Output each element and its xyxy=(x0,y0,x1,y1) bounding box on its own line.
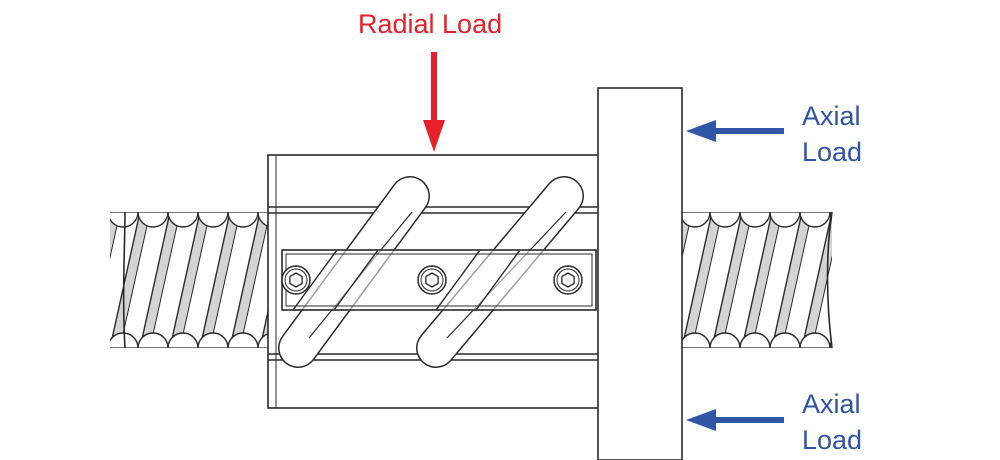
thread-groove xyxy=(197,212,259,348)
nut-flange xyxy=(597,87,683,460)
hex-socket-screw-icon xyxy=(417,265,447,295)
thread-groove xyxy=(137,212,199,348)
tube-outline-over-plate xyxy=(292,249,521,311)
axial-load-label-top: Axial Load xyxy=(802,98,862,170)
thread-groove xyxy=(167,212,229,348)
thread-groove xyxy=(682,212,711,260)
thread-groove xyxy=(227,212,270,348)
arrow-left-icon xyxy=(686,120,784,142)
thread-groove xyxy=(18,212,78,348)
radial-load-label: Radial Load xyxy=(358,9,503,39)
thread-groove xyxy=(709,212,771,348)
hex-socket-screw-icon xyxy=(553,265,583,295)
screw-shaft-right xyxy=(682,211,833,349)
axial-label-line-2: Load xyxy=(802,425,863,455)
axial-label-line-1: Axial xyxy=(802,389,861,419)
axial-label-line-1: Axial xyxy=(802,101,861,131)
thread-groove xyxy=(739,212,801,348)
arrow-down-icon xyxy=(423,52,445,152)
thread-groove xyxy=(829,339,832,348)
screw-shaft-left xyxy=(18,211,270,349)
arrow-left-icon xyxy=(686,409,784,431)
thread-groove xyxy=(682,212,741,348)
thread-groove xyxy=(769,212,831,348)
axial-label-line-2: Load xyxy=(802,137,863,167)
axial-load-label-bottom: Axial Load xyxy=(802,386,862,458)
thread-groove xyxy=(48,212,108,348)
thread-groove xyxy=(110,212,139,260)
hex-socket-screw-icon xyxy=(281,265,311,295)
